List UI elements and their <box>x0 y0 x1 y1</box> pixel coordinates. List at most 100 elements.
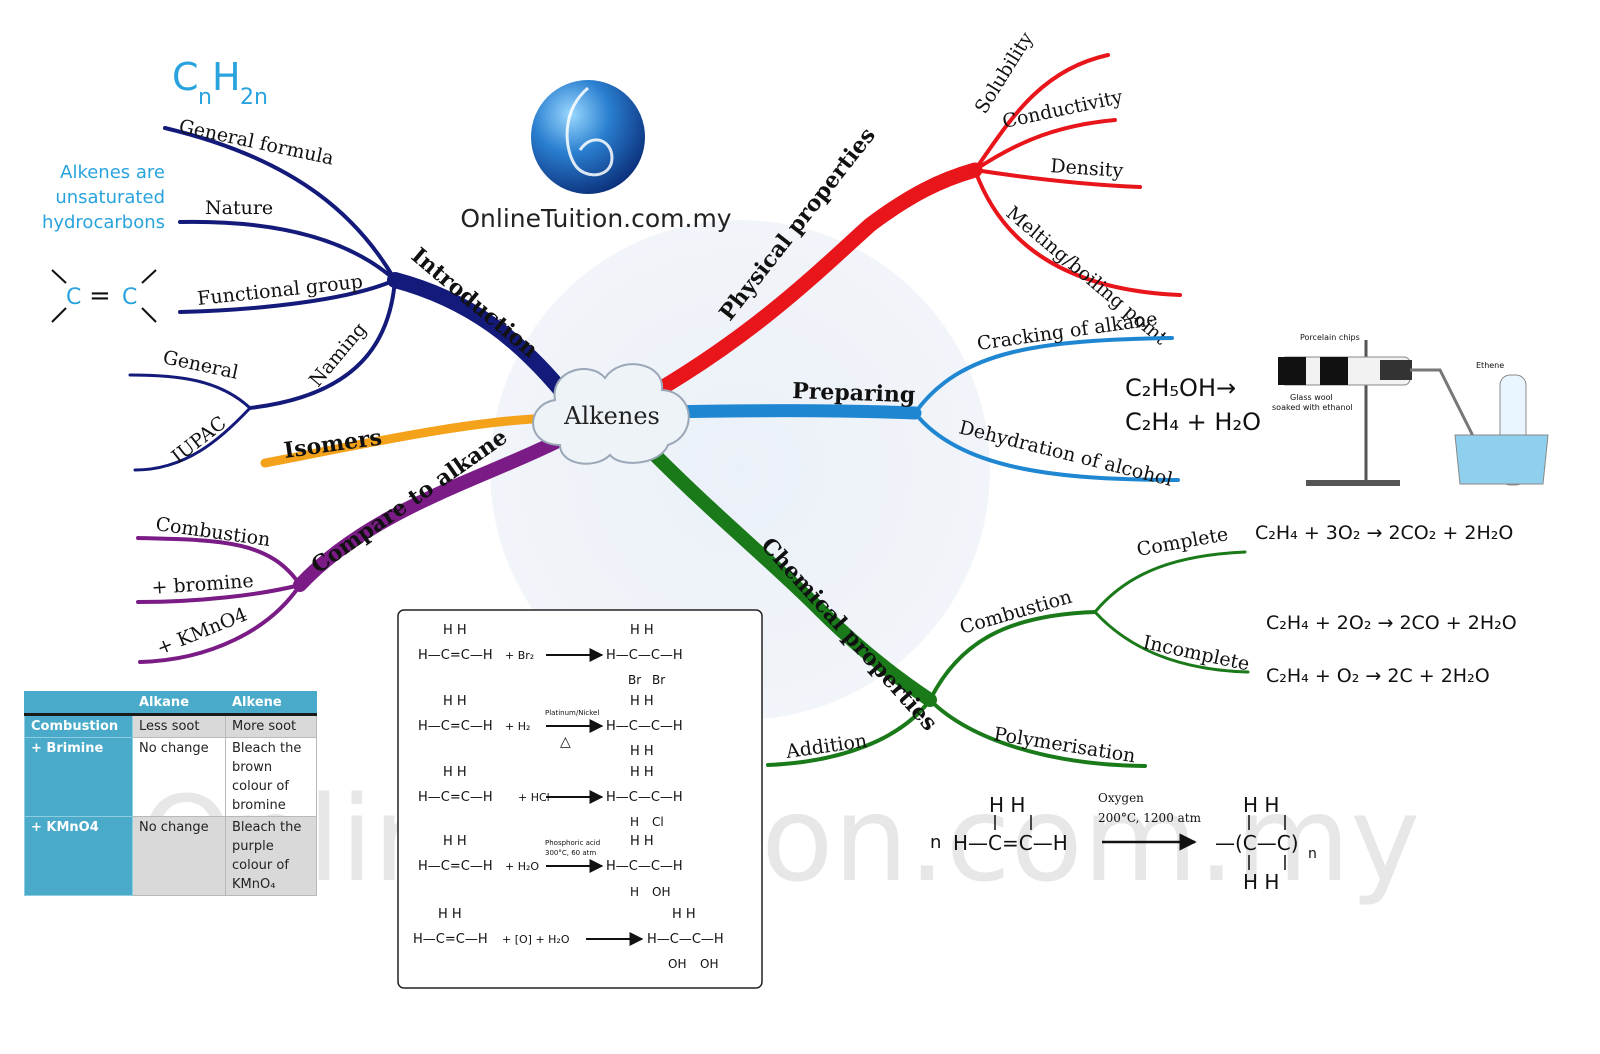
nature-line-3: hydrocarbons <box>42 212 165 233</box>
table-row: Combustion Less soot More soot <box>24 714 317 738</box>
comparison-table: Alkane Alkene Combustion Less soot More … <box>24 691 317 896</box>
nature-note: Alkenes are unsaturated hydrocarbons <box>42 162 165 233</box>
svg-text:H H: H H <box>630 744 654 759</box>
svg-text:H H: H H <box>443 765 467 780</box>
branch-chemical <box>648 448 1250 768</box>
svg-text:H H: H H <box>630 694 654 709</box>
alkane-cell: No change <box>132 816 226 896</box>
svg-text:H—C=C—H: H—C=C—H <box>418 790 493 805</box>
r5-reagent: + [O] + H₂O <box>502 933 570 946</box>
solubility-label: Solubility <box>971 28 1038 118</box>
row-label: + Brimine <box>24 737 133 817</box>
central-topic: Alkenes <box>563 402 660 430</box>
formula-h: H <box>212 55 241 99</box>
svg-text:H—C—C—H: H—C—C—H <box>606 859 683 874</box>
r1-reagent: + Br₂ <box>505 649 534 662</box>
svg-text:H—C=C—H: H—C=C—H <box>418 719 493 734</box>
introduction-label: Introduction <box>406 243 543 364</box>
density-label: Density <box>1050 155 1125 182</box>
incomplete-label: Incomplete <box>1141 631 1251 675</box>
addition-reactions-box: H H H—C=C—H + Br₂ H H H—C—C—H Br Br H H … <box>397 609 763 989</box>
preparing-label: Preparing <box>792 378 916 408</box>
branch-physical <box>647 53 1182 400</box>
svg-text:H H: H H <box>1243 870 1279 894</box>
polymer-condition-1: Oxygen <box>1098 791 1144 805</box>
incomplete-equation-2: C₂H₄ + O₂ → 2C + 2H₂O <box>1266 665 1490 687</box>
globe-icon <box>531 80 645 194</box>
branch-introduction <box>128 126 573 472</box>
compare-combustion-label: Combustion <box>154 513 271 551</box>
r2-condition: Platinum/Nickel <box>545 709 599 717</box>
fg-carbon-1: C <box>66 285 81 310</box>
alkane-cell: No change <box>132 737 226 817</box>
reaction-hcl: H H H—C=C—H + HCl H H H—C—C—H H Cl <box>418 765 683 829</box>
r4-product-oh: OH <box>652 885 670 899</box>
svg-text:H H: H H <box>443 623 467 638</box>
polymer-n: n <box>930 832 941 853</box>
table-row: + KMnO4 No change Bleach the purple colo… <box>24 816 317 896</box>
table-header-cell: Alkene <box>225 691 317 716</box>
r5-product-oh-2: OH <box>700 957 718 971</box>
polymer-condition-2: 200°C, 1200 atm <box>1098 811 1202 825</box>
polymer-sub-n: n <box>1308 846 1317 862</box>
nature-line-1: Alkenes are <box>60 162 165 183</box>
glass-wool-label-1: Glass wool <box>1290 393 1333 402</box>
nature-label: Nature <box>205 197 273 219</box>
watermark: OnlineTuition.com.my <box>140 770 1420 908</box>
svg-text:H H: H H <box>443 694 467 709</box>
cracking-label: Cracking of alkane <box>976 308 1159 355</box>
svg-text:H H: H H <box>1243 793 1279 817</box>
background-globe <box>490 220 990 720</box>
svg-text:H—C—C—H: H—C—C—H <box>606 719 683 734</box>
isomers-label: Isomers <box>282 424 383 463</box>
branch-preparing <box>658 336 1180 482</box>
ethene-label: Ethene <box>1476 361 1504 370</box>
general-formula-note: C n H 2n <box>172 55 268 110</box>
row-label: + KMnO4 <box>24 816 133 896</box>
alkene-cell: Bleach the brown colour of bromine <box>225 737 317 817</box>
table-row: + Brimine No change Bleach the brown col… <box>24 737 317 817</box>
r2-heat-icon: △ <box>560 734 571 750</box>
branch-isomers <box>260 413 560 468</box>
formula-c: C <box>172 55 199 99</box>
svg-text:H—C=C—H: H—C=C—H <box>413 932 488 947</box>
svg-text:H—C—C—H: H—C—C—H <box>606 790 683 805</box>
r5-product-oh-1: OH <box>668 957 686 971</box>
prep-equation-line-2: C₂H₄ + H₂O <box>1125 408 1261 436</box>
porcelain-chips-label: Porcelain chips <box>1300 333 1360 342</box>
logo-text: OnlineTuition.com.my <box>460 204 731 233</box>
reaction-oxidation: H H H—C=C—H + [O] + H₂O H H H—C—C—H OH O… <box>413 907 724 971</box>
r3-reagent: + HCl <box>518 791 550 804</box>
svg-text:H H: H H <box>438 907 462 922</box>
formula-2n: 2n <box>240 85 268 110</box>
logo: OnlineTuition.com.my <box>460 80 732 233</box>
table-header-cell <box>24 691 133 716</box>
glass-wool-label-2: soaked with ethanol <box>1272 403 1353 412</box>
polymer-equation: n H—C=C—H H H Oxygen 200°C, 1200 atm —(C… <box>930 791 1317 894</box>
svg-text:H H: H H <box>672 907 696 922</box>
reaction-bromine: H H H—C=C—H + Br₂ H H H—C—C—H Br Br <box>418 623 683 687</box>
row-label: Combustion <box>24 714 133 738</box>
svg-text:H—C=C—H: H—C=C—H <box>953 831 1068 855</box>
alkene-cell: Bleach the purple colour of KMnO₄ <box>225 816 317 896</box>
r4-condition-2: 300°C, 60 atm <box>545 849 596 857</box>
svg-text:H H: H H <box>630 765 654 780</box>
r2-reagent: + H₂ <box>505 720 530 733</box>
naming-iupac-label: IUPAC <box>168 412 231 468</box>
svg-text:H—C—C—H: H—C—C—H <box>606 648 683 663</box>
r1-product-br-2: Br <box>652 673 665 687</box>
alkene-cell: More soot <box>225 714 317 738</box>
reaction-hydrogen: H H H—C=C—H + H₂ Platinum/Nickel △ H H H… <box>418 694 683 759</box>
reaction-water: H H H—C=C—H + H₂O Phosphoric acid 300°C,… <box>418 834 683 899</box>
svg-text:H H: H H <box>630 623 654 638</box>
svg-text:H—C=C—H: H—C=C—H <box>418 859 493 874</box>
prep-equation-line-1: C₂H₅OH→ <box>1125 374 1236 402</box>
fg-carbon-2: C <box>122 285 137 310</box>
table-header-cell: Alkane <box>132 691 226 716</box>
conductivity-label: Conductivity <box>1000 86 1124 133</box>
incomplete-equation-1: C₂H₄ + 2O₂ → 2CO + 2H₂O <box>1266 612 1517 634</box>
alkane-cell: Less soot <box>132 714 226 738</box>
r1-product-br-1: Br <box>628 673 641 687</box>
